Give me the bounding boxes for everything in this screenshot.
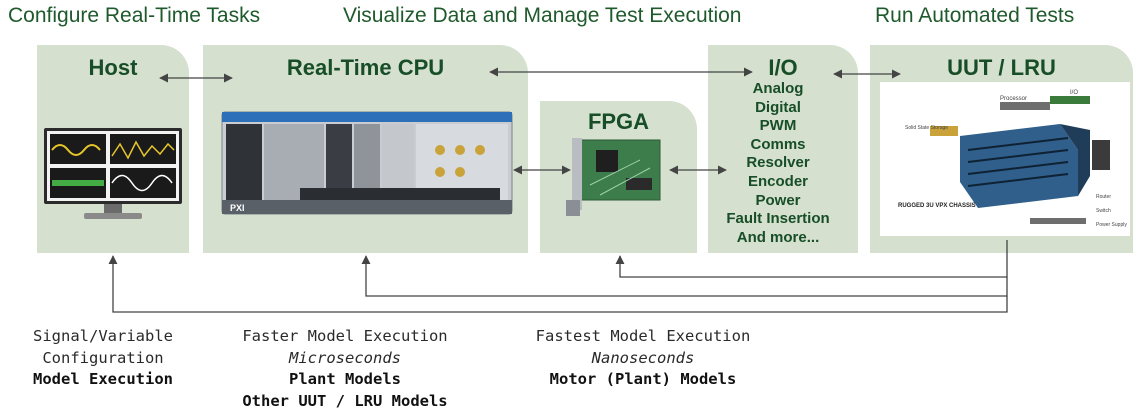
chassis-label: RUGGED 3U VPX CHASSIS — [898, 203, 976, 209]
io-component-label: I/O — [1070, 90, 1078, 96]
host-monitor-image — [44, 128, 182, 219]
caption-host-line3: Model Execution — [8, 369, 198, 391]
caption-fpga-line2: Nanoseconds — [505, 348, 781, 370]
processor-label: Processor — [1000, 96, 1027, 102]
caption-cpu-line1: Faster Model Execution — [212, 326, 478, 348]
router-label: Router — [1096, 194, 1111, 200]
caption-cpu-line4: Other UUT / LRU Models — [212, 391, 478, 412]
uut-chassis-image: Solid State Storage Processor I/O Router… — [880, 82, 1130, 236]
feedback-to-cpu — [366, 256, 1007, 296]
caption-cpu-line3: Plant Models — [212, 369, 478, 391]
caption-cpu: Faster Model Execution Microseconds Plan… — [212, 326, 478, 412]
feedback-lines — [113, 240, 1007, 312]
pxi-label: PXI — [230, 203, 245, 213]
caption-fpga-line1: Fastest Model Execution — [505, 326, 781, 348]
caption-cpu-line2: Microseconds — [212, 348, 478, 370]
caption-fpga-line3: Motor (Plant) Models — [505, 369, 781, 391]
caption-host: Signal/Variable Configuration Model Exec… — [8, 326, 198, 391]
feedback-to-host — [113, 256, 1007, 312]
pxi-chassis-image: PXI — [222, 112, 512, 214]
caption-host-line1: Signal/Variable — [8, 326, 198, 348]
feedback-to-fpga — [620, 240, 1007, 277]
power-supply-label: Power Supply — [1096, 222, 1127, 228]
fpga-card-image — [566, 138, 660, 216]
caption-host-line2: Configuration — [8, 348, 198, 370]
storage-label: Solid State Storage — [905, 125, 948, 131]
caption-fpga: Fastest Model Execution Nanoseconds Moto… — [505, 326, 781, 391]
switch-label: Switch — [1096, 208, 1111, 214]
